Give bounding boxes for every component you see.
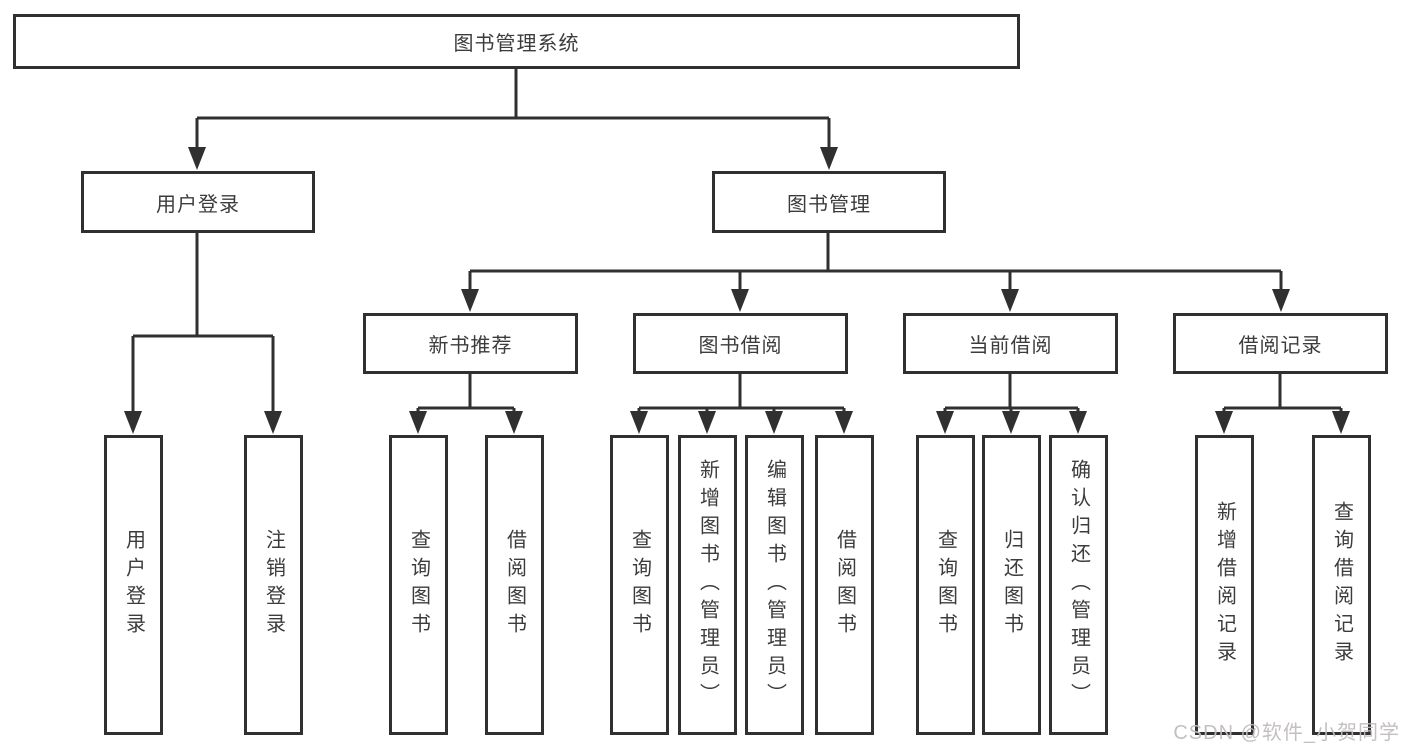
leaf-query-borrow-record: 查询借阅记录 (1312, 435, 1371, 735)
arrowhead-icon (1002, 411, 1020, 434)
arrowhead-icon (820, 147, 838, 170)
node-label: 查询图书 (934, 529, 957, 641)
arrowhead-icon (461, 289, 479, 312)
arrowhead-icon (698, 411, 716, 434)
node-label: 借阅图书 (833, 529, 856, 641)
leaf-confirm-return-admin: 确认归还（管理员） (1049, 435, 1108, 735)
leaf-borrow-books-recommend: 借阅图书 (485, 435, 544, 735)
node-label: 用户登录 (156, 193, 240, 216)
leaf-edit-books-admin: 编辑图书（管理员） (745, 435, 804, 735)
arrowhead-icon (731, 289, 749, 312)
node-user-login: 用户登录 (81, 171, 315, 233)
node-label: 图书管理系统 (453, 33, 580, 55)
leaf-user-login: 用户登录 (104, 435, 163, 735)
arrowhead-icon (936, 411, 954, 434)
leaf-add-borrow-record: 新增借阅记录 (1195, 435, 1254, 735)
leaf-query-books-recommend: 查询图书 (389, 435, 448, 735)
node-label: 当前借阅 (968, 335, 1053, 357)
arrowhead-icon (1069, 411, 1087, 434)
arrowhead-icon (835, 411, 853, 434)
node-label: 编辑图书（管理员） (763, 459, 786, 711)
node-label: 图书借阅 (698, 335, 783, 357)
node-label: 注销登录 (262, 529, 285, 641)
node-root-system: 图书管理系统 (13, 14, 1020, 69)
node-label: 新增借阅记录 (1213, 501, 1236, 669)
leaf-return-books: 归还图书 (982, 435, 1041, 735)
leaf-add-books-admin: 新增图书（管理员） (678, 435, 737, 735)
arrowhead-icon (188, 147, 206, 170)
arrowhead-icon (1215, 411, 1233, 434)
node-label: 新增图书（管理员） (696, 459, 719, 711)
node-label: 查询图书 (628, 529, 651, 641)
leaf-query-books-current: 查询图书 (916, 435, 975, 735)
arrowhead-icon (505, 411, 523, 434)
arrowhead-icon (765, 411, 783, 434)
leaf-borrow-books: 借阅图书 (815, 435, 874, 735)
leaf-logout: 注销登录 (244, 435, 303, 735)
arrowhead-icon (124, 411, 142, 434)
node-book-management: 图书管理 (712, 171, 946, 233)
node-label: 用户登录 (122, 529, 145, 641)
node-borrow-records: 借阅记录 (1173, 313, 1388, 374)
node-current-borrowing: 当前借阅 (903, 313, 1118, 374)
node-label: 图书管理 (787, 193, 871, 216)
node-label: 归还图书 (1000, 529, 1023, 641)
node-new-book-recommend: 新书推荐 (363, 313, 578, 374)
leaf-query-books-borrow: 查询图书 (610, 435, 669, 735)
arrowhead-icon (1001, 289, 1019, 312)
arrowhead-icon (1272, 289, 1290, 312)
arrowhead-icon (1332, 411, 1350, 434)
node-label: 确认归还（管理员） (1067, 459, 1090, 711)
arrowhead-icon (409, 411, 427, 434)
node-label: 借阅记录 (1238, 335, 1323, 357)
arrowhead-icon (264, 411, 282, 434)
csdn-watermark: CSDN @软件_小贺同学 (1173, 722, 1400, 744)
node-label: 查询借阅记录 (1330, 501, 1353, 669)
arrowhead-icon (630, 411, 648, 434)
node-label: 查询图书 (407, 529, 430, 641)
node-label: 借阅图书 (503, 529, 526, 641)
node-book-borrowing: 图书借阅 (633, 313, 848, 374)
node-label: 新书推荐 (428, 335, 513, 357)
